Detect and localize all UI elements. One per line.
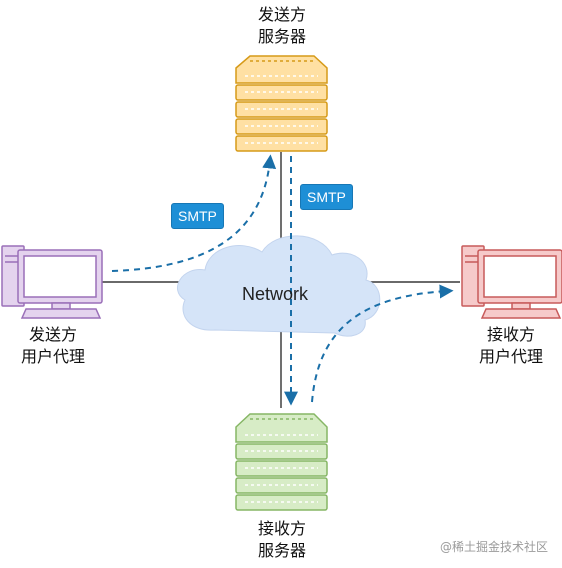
receiver-server-label: 接收方 服务器: [246, 518, 318, 562]
receiver-agent-computer-icon: [461, 245, 562, 319]
sender-agent-computer-icon: [1, 245, 103, 319]
sender-server-label: 发送方 服务器: [246, 4, 318, 48]
sender-server-label-line2: 服务器: [257, 27, 306, 46]
arrow-agent-to-sender-server: [111, 154, 277, 272]
flow-arrows: [111, 154, 454, 406]
network-cloud: [177, 235, 381, 337]
receiver-agent-label-line1: 接收方: [486, 325, 535, 344]
sender-agent-label: 发送方 用户代理: [10, 324, 96, 368]
receiver-agent-label: 接收方 用户代理: [468, 324, 554, 368]
network-label: Network: [242, 284, 309, 304]
sender-agent-label-line2: 用户代理: [20, 347, 85, 366]
receiver-server-label-line2: 服务器: [257, 541, 306, 560]
arrow-receiver-server-to-receiver-agent: [311, 284, 454, 403]
receiver-server-label-line1: 接收方: [257, 519, 306, 538]
sender-server-label-line1: 发送方: [257, 5, 306, 24]
sender-server-icon: [235, 55, 328, 152]
receiver-server-icon: [235, 413, 328, 511]
receiver-agent-label-line2: 用户代理: [478, 347, 543, 366]
sender-agent-label-line1: 发送方: [28, 325, 77, 344]
smtp-badge-left: SMTP: [171, 203, 224, 229]
smtp-badge-right: SMTP: [300, 184, 353, 210]
watermark: @稀土掘金技术社区: [440, 540, 549, 554]
